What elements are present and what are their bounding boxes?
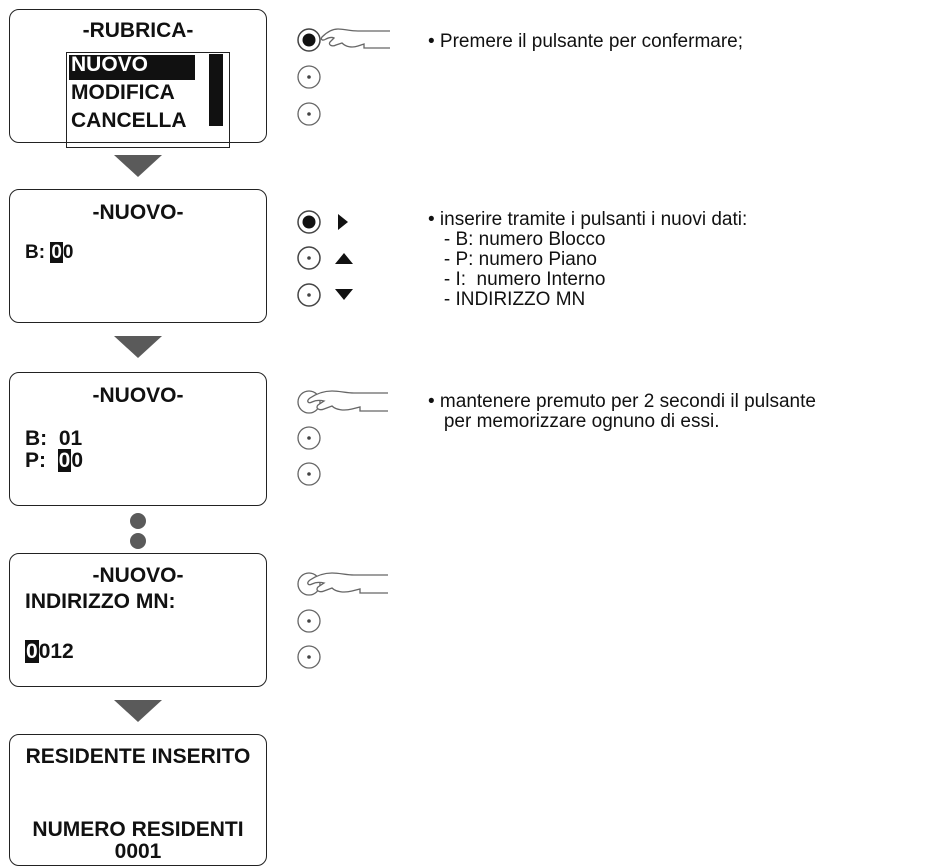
field-b-value: 0 [62,242,74,263]
lcd-screen-residente: RESIDENTE INSERITO NUMERO RESIDENTI 0001 [9,734,267,866]
screen-title: -NUOVO- [92,201,184,224]
button-icon[interactable] [297,645,321,669]
menu-item-cancella[interactable]: CANCELLA [71,109,187,132]
flow-arrow-down [114,700,162,722]
field-label: INDIRIZZO MN: [25,590,176,613]
instruction-line: - I: numero Interno [428,269,606,290]
button-icon[interactable] [297,102,321,126]
instruction-confirm: • Premere il pulsante per confermare; [428,31,744,52]
button-icon[interactable] [297,283,321,307]
pointing-hand-icon [307,390,388,412]
field-b-label: B: [25,427,48,450]
button-icon[interactable] [297,462,321,486]
lcd-screen-nuovo-b: -NUOVO- B: 00 [9,189,267,323]
screen-title: -NUOVO- [92,384,184,407]
field-b: B: 01 [25,427,82,451]
cursor: 0 [57,449,72,472]
arrow-up-icon [335,253,353,264]
instruction-line: • mantenere premuto per 2 secondi il pul… [428,391,816,412]
button-icon[interactable] [297,246,321,270]
instruction-line: - B: numero Blocco [428,229,606,250]
flow-arrow-down [114,336,162,358]
field-b-label: B: [25,242,46,263]
instruction-line: per memorizzare ognuno di essi. [428,411,720,432]
instruction-line: - INDIRIZZO MN [428,289,586,310]
screen-title: -RUBRICA- [82,19,194,42]
field-p-value: 0 [71,449,84,472]
instruction-line: • inserire tramite i pulsanti i nuovi da… [428,209,748,230]
field-indirizzo: 0012 [25,640,74,664]
continuation-dot [130,533,146,549]
scrollbar [209,54,223,126]
menu-highlight [69,55,195,80]
instruction-insert: • inserire tramite i pulsanti i nuovi da… [428,210,747,310]
screen-title: -NUOVO- [92,564,184,587]
field-p: P: 00 [25,449,83,473]
menu-list [66,52,230,148]
button-icon[interactable] [297,609,321,633]
field-b: B: 00 [25,242,74,264]
pointing-hand-icon [307,572,388,594]
lcd-screen-rubrica: -RUBRICA- NUOVO MODIFICA CANCELLA [9,9,267,148]
pointing-hand-icon [320,28,390,49]
cursor: 0 [50,242,63,263]
field-b-value: 01 [58,427,83,450]
resident-count: 0001 [114,840,162,863]
field-value: 012 [38,640,74,663]
pressed-button-icon[interactable] [297,210,321,234]
field-p-label: P: [25,449,46,472]
button-icon[interactable] [297,426,321,450]
lcd-screen-nuovo-bp: -NUOVO- B: 01 P: 00 [9,372,267,506]
flow-arrow-down [114,155,162,177]
instruction-hold: • mantenere premuto per 2 secondi il pul… [428,392,816,432]
button-icon[interactable] [297,65,321,89]
menu-item-nuovo[interactable]: NUOVO [71,53,149,76]
message-line-2: NUMERO RESIDENTI [32,818,244,841]
menu-item-modifica[interactable]: MODIFICA [71,81,175,104]
instruction-line: - P: numero Piano [428,249,597,270]
cursor: 0 [25,640,39,663]
pressed-button-icon[interactable] [297,28,321,52]
arrow-right-icon [338,214,348,230]
continuation-dot [130,513,146,529]
message-line-1: RESIDENTE INSERITO [25,745,251,768]
lcd-screen-indirizzo: -NUOVO- INDIRIZZO MN: 0012 [9,553,267,687]
arrow-down-icon [335,289,353,300]
